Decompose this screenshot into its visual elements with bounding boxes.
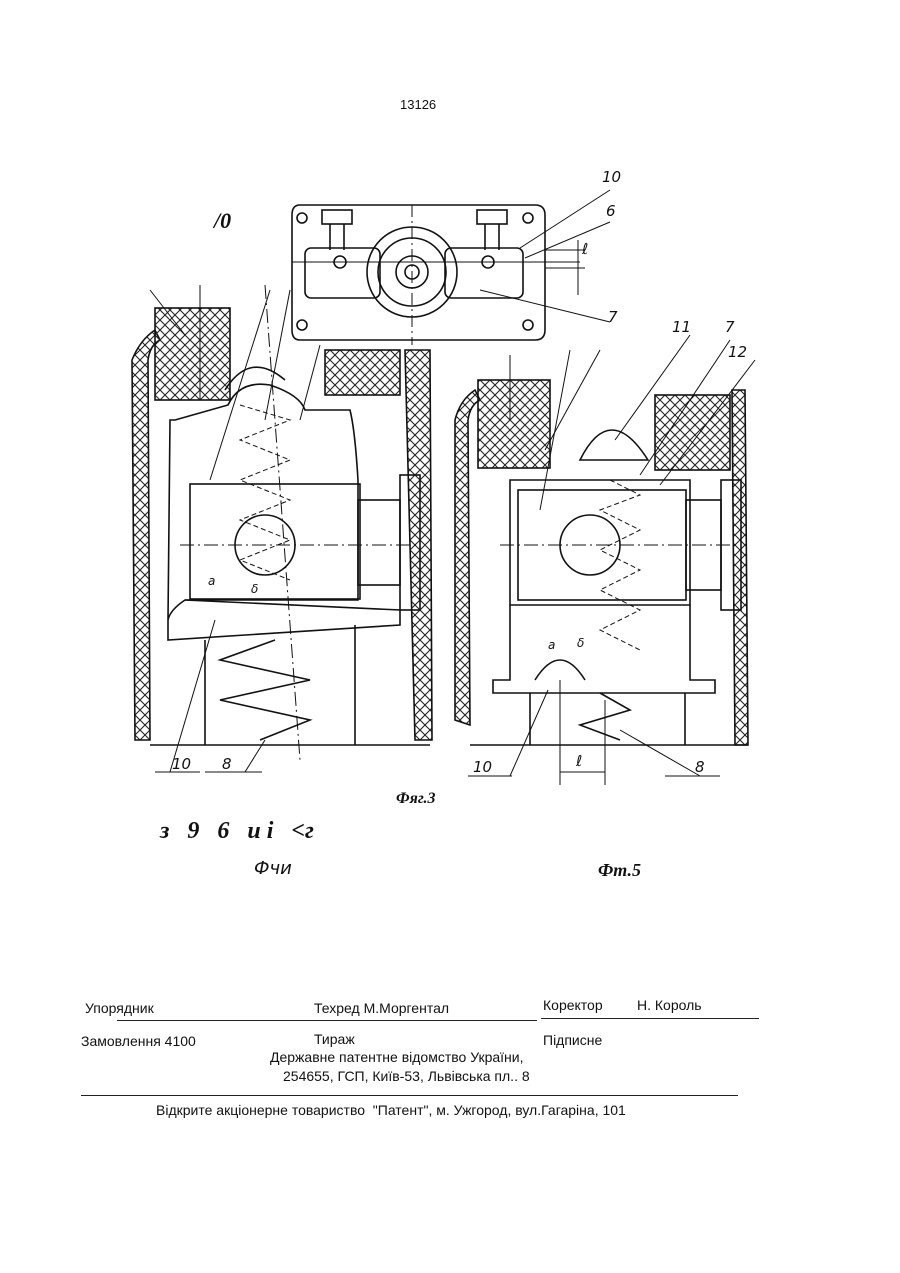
- callout-a-right: a: [548, 638, 555, 652]
- corrector-label: Коректор: [543, 997, 603, 1013]
- caption-fig5: Фт.5: [598, 860, 641, 881]
- callout-6-top: 6: [606, 202, 616, 220]
- callout-7-mid: 7: [725, 318, 735, 336]
- imprint-rule-3: [81, 1095, 738, 1096]
- caption-fig3: Фяг.3: [396, 790, 436, 808]
- left-view: [132, 285, 432, 772]
- callout-a-left: a: [208, 574, 215, 588]
- office-line-2: 254655, ГСП, Київ-53, Львівська пл.. 8: [283, 1068, 530, 1084]
- imprint-rule-1: [117, 1020, 537, 1021]
- subscription: Підписне: [543, 1032, 602, 1048]
- top-view: [292, 190, 610, 345]
- imprint-rule-2: [541, 1018, 759, 1019]
- callout-8-bottom-right: 8: [695, 758, 705, 776]
- callout-delta-right: δ: [577, 636, 584, 650]
- circulation: Тираж: [314, 1031, 355, 1047]
- callout-10-bottom-left: 10: [172, 755, 191, 773]
- callout-10-bottom-right: 10: [473, 758, 492, 776]
- callout-delta-left: δ: [251, 582, 258, 596]
- callout-12: 12: [728, 343, 747, 361]
- publisher: Відкрите акціонерне товариство "Патент",…: [156, 1102, 626, 1118]
- callout-10-top: 10: [602, 168, 621, 186]
- compiler-label: Упорядник: [85, 1000, 154, 1016]
- techred: Техред М.Моргентал: [314, 1000, 449, 1016]
- garbled-formula: з 9 6 и і <г: [160, 818, 314, 845]
- callout-7-top: 7: [608, 308, 618, 326]
- callout-11: 11: [672, 318, 691, 336]
- callout-l-bottom: ℓ: [576, 752, 582, 770]
- callout-8-bottom-left: 8: [222, 755, 232, 773]
- right-view: [455, 335, 755, 785]
- callout-l-top: ℓ: [582, 240, 588, 258]
- caption-fig4: Фчи: [254, 858, 292, 879]
- office-line-1: Державне патентне відомство України,: [270, 1049, 524, 1065]
- order-number: Замовлення 4100: [81, 1033, 196, 1049]
- corrector-name: Н. Король: [637, 997, 702, 1013]
- top-label: /0: [214, 208, 231, 234]
